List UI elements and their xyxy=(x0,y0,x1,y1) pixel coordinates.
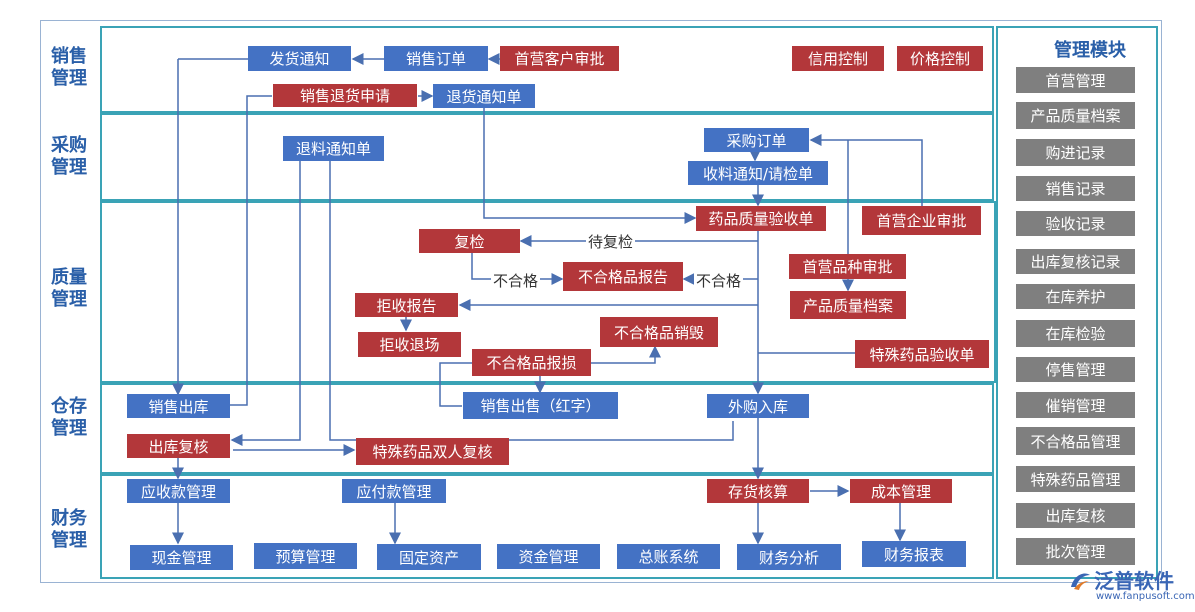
node-financial-analysis[interactable]: 财务分析 xyxy=(737,544,841,570)
side-panel-title: 管理模块 xyxy=(1054,40,1126,61)
side-item[interactable]: 销售记录 xyxy=(1016,176,1135,201)
node-sales-red[interactable]: 销售出售（红字） xyxy=(463,392,618,419)
node-price-control[interactable]: 价格控制 xyxy=(897,46,983,71)
node-sales-outbound[interactable]: 销售出库 xyxy=(127,394,230,418)
side-item[interactable]: 首营管理 xyxy=(1016,67,1135,93)
node-first-enterprise-approval[interactable]: 首营企业审批 xyxy=(862,206,981,235)
node-sales-return-request[interactable]: 销售退货申请 xyxy=(273,84,417,107)
outer-frame xyxy=(40,20,1162,583)
node-inventory-accounting[interactable]: 存货核算 xyxy=(707,479,809,503)
side-item[interactable]: 催销管理 xyxy=(1016,392,1135,418)
side-item[interactable]: 在库检验 xyxy=(1016,320,1135,347)
side-item[interactable]: 停售管理 xyxy=(1016,357,1135,382)
edge-label-unqualified-1: 不合格 xyxy=(491,270,541,291)
brand-url: www.fanpusoft.com xyxy=(1096,591,1195,602)
node-cost-management[interactable]: 成本管理 xyxy=(850,479,952,503)
node-funds[interactable]: 资金管理 xyxy=(497,544,600,569)
edge-label-unqualified-2: 不合格 xyxy=(694,270,744,291)
node-financial-report[interactable]: 财务报表 xyxy=(862,541,966,567)
node-recheck[interactable]: 复检 xyxy=(419,229,520,253)
node-payables[interactable]: 应付款管理 xyxy=(342,479,446,503)
node-first-variety-approval[interactable]: 首营品种审批 xyxy=(789,254,906,279)
lane-warehouse xyxy=(100,383,994,474)
brand-mark-icon xyxy=(1071,573,1090,590)
lane-quality xyxy=(100,201,996,383)
brand-name: 泛普软件 xyxy=(1094,569,1174,593)
node-receivables[interactable]: 应收款管理 xyxy=(127,479,230,503)
node-outbound-review[interactable]: 出库复核 xyxy=(127,434,230,458)
side-item[interactable]: 购进记录 xyxy=(1016,139,1135,166)
side-item[interactable]: 验收记录 xyxy=(1016,211,1135,236)
lane-label-quality: 质量 管理 xyxy=(51,267,87,310)
node-quality-acceptance[interactable]: 药品质量验收单 xyxy=(696,206,826,231)
lane-label-purchase: 采购 管理 xyxy=(51,135,87,178)
side-item[interactable]: 出库复核记录 xyxy=(1016,249,1135,274)
side-item[interactable]: 产品质量档案 xyxy=(1016,102,1135,129)
side-item[interactable]: 在库养护 xyxy=(1016,284,1135,309)
node-sales-order[interactable]: 销售订单 xyxy=(384,46,488,71)
node-general-ledger[interactable]: 总账系统 xyxy=(617,544,720,569)
node-return-notice[interactable]: 退货通知单 xyxy=(433,84,535,108)
node-credit-control[interactable]: 信用控制 xyxy=(792,46,884,71)
node-fixed-assets[interactable]: 固定资产 xyxy=(377,544,481,570)
node-rejection-report[interactable]: 拒收报告 xyxy=(355,293,458,317)
side-item[interactable]: 出库复核 xyxy=(1016,503,1135,528)
side-item[interactable]: 不合格品管理 xyxy=(1016,427,1135,455)
node-unqualified-report[interactable]: 不合格品报告 xyxy=(563,262,683,291)
node-unqualified-destroy[interactable]: 不合格品销毁 xyxy=(600,317,718,347)
node-material-return-notice[interactable]: 退料通知单 xyxy=(283,136,384,161)
node-product-quality-file[interactable]: 产品质量档案 xyxy=(790,291,906,319)
lane-finance xyxy=(100,474,994,579)
node-unqualified-loss[interactable]: 不合格品报损 xyxy=(472,349,591,376)
lane-purchase xyxy=(100,113,994,201)
node-purchase-inbound[interactable]: 外购入库 xyxy=(707,394,809,418)
lane-sales xyxy=(100,26,994,113)
node-purchase-order[interactable]: 采购订单 xyxy=(704,128,809,152)
node-receiving-notice[interactable]: 收料通知/请检单 xyxy=(688,161,828,185)
side-item[interactable]: 特殊药品管理 xyxy=(1016,466,1135,492)
node-special-drug-acceptance[interactable]: 特殊药品验收单 xyxy=(855,340,989,368)
node-budget[interactable]: 预算管理 xyxy=(254,543,357,569)
brand-logo: 泛普软件 www.fanpusoft.com xyxy=(1068,565,1195,605)
edge-label-pending-recheck: 待复检 xyxy=(586,231,636,252)
side-item[interactable]: 批次管理 xyxy=(1016,538,1135,565)
node-delivery-notice[interactable]: 发货通知 xyxy=(248,46,351,71)
node-rejection-exit[interactable]: 拒收退场 xyxy=(358,332,461,357)
node-special-double-review[interactable]: 特殊药品双人复核 xyxy=(356,438,509,465)
node-cash[interactable]: 现金管理 xyxy=(130,545,233,570)
lane-label-warehouse: 仓存 管理 xyxy=(51,396,87,439)
node-first-customer-approval[interactable]: 首营客户审批 xyxy=(500,46,619,71)
lane-label-sales: 销售 管理 xyxy=(51,46,87,89)
lane-label-finance: 财务 管理 xyxy=(51,508,87,551)
